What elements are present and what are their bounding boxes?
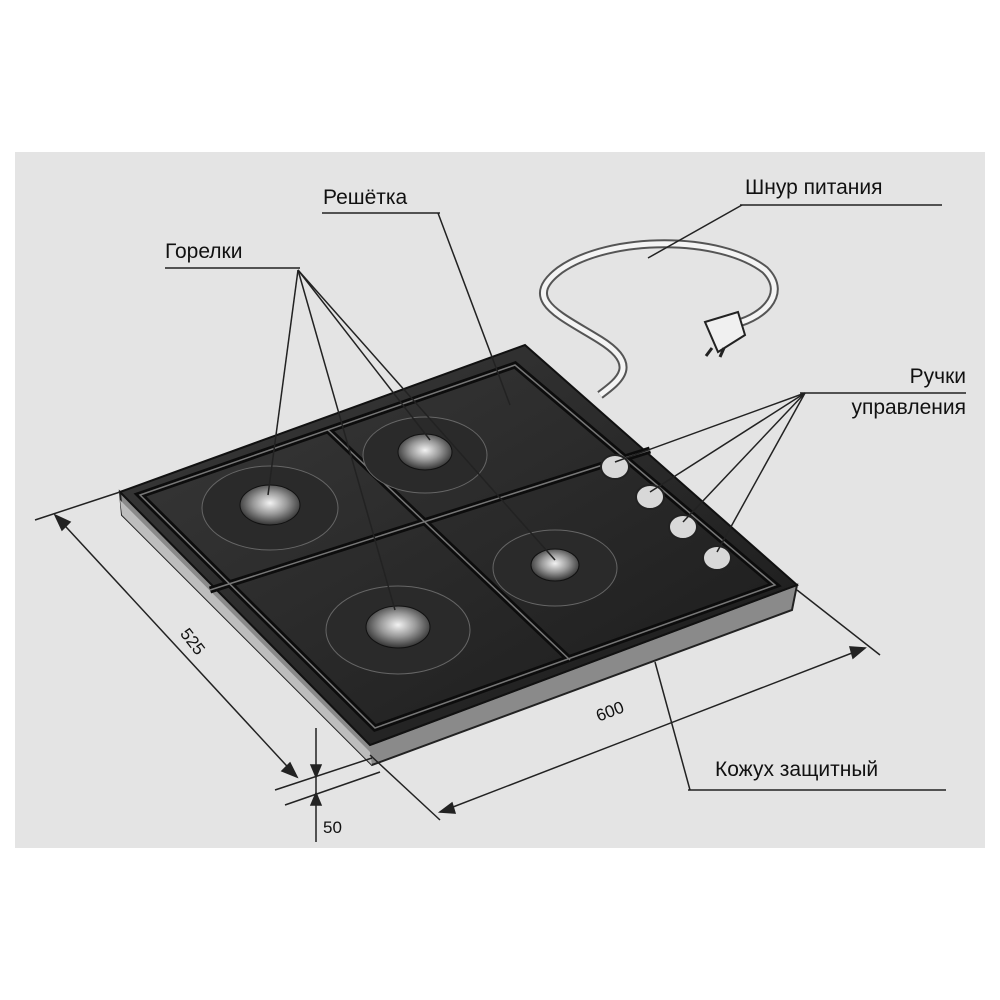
knob-4 (702, 545, 732, 571)
label-power-cord: Шнур питания (745, 176, 883, 199)
plug-icon (703, 310, 747, 358)
knob-2 (635, 484, 665, 510)
control-knobs (600, 454, 732, 571)
burner-1 (201, 465, 339, 551)
label-burners: Горелки (165, 240, 243, 263)
burner-4 (325, 585, 471, 675)
label-grate: Решётка (323, 186, 408, 209)
hob-top (118, 343, 799, 747)
label-protective-cover: Кожух защитный (715, 758, 879, 781)
burner-2 (362, 416, 488, 494)
burner-3 (492, 529, 618, 607)
knob-3 (668, 514, 698, 540)
knob-1 (600, 454, 630, 480)
leader-lines (165, 204, 966, 791)
dimension-height: 50 (323, 818, 342, 837)
dimension-lines (34, 491, 881, 842)
label-knobs-line1: Ручки (909, 365, 966, 388)
label-knobs-line2: управления (851, 396, 966, 419)
